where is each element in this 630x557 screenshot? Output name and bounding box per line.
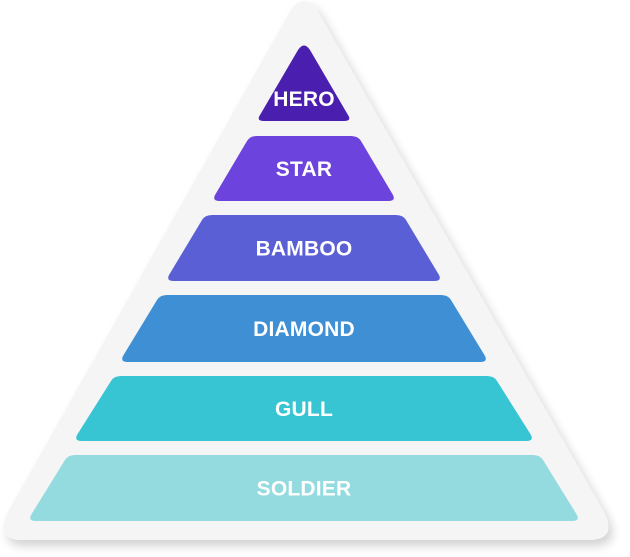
- tier-bamboo: BAMBOO: [168, 215, 440, 281]
- tier-soldier-label: SOLDIER: [257, 478, 352, 501]
- tier-diamond: DIAMOND: [122, 295, 486, 362]
- tier-gull-shape: [76, 376, 532, 441]
- tier-star: STAR: [214, 136, 394, 201]
- tier-gull: GULL: [76, 376, 532, 441]
- tier-soldier-shape: [30, 455, 578, 521]
- tier-hero: HERO: [258, 45, 350, 121]
- tier-diamond-shape: [122, 295, 486, 362]
- tier-diamond-label: DIAMOND: [253, 318, 355, 341]
- tier-gull-label: GULL: [275, 398, 333, 421]
- tier-star-shape: [214, 136, 394, 201]
- tier-hero-label: HERO: [273, 88, 334, 111]
- pyramid-tiers: HERO STAR BAMBOO DIAMOND GULL SOLDIER: [30, 45, 578, 521]
- tier-star-label: STAR: [276, 158, 332, 181]
- tier-soldier: SOLDIER: [30, 455, 578, 521]
- tier-hero-shape: [258, 45, 350, 121]
- tier-bamboo-shape: [168, 215, 440, 281]
- tier-bamboo-label: BAMBOO: [256, 238, 353, 261]
